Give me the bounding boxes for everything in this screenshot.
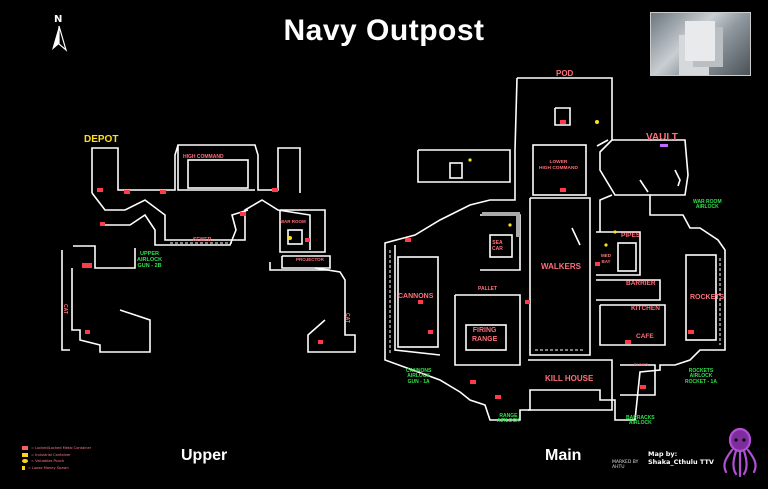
room-barrier: BARRIER — [626, 280, 656, 287]
room-firing-range: FIRING RANGE — [472, 327, 498, 343]
vault-door-marker — [660, 144, 668, 147]
money-spawn-icon — [22, 465, 25, 470]
airlock-range: RANGE AIRLOCK — [497, 413, 520, 425]
legend-item: = Locked/Locked Metal Container — [22, 445, 91, 452]
legend-item: = Loose Money Spawn — [22, 465, 91, 472]
airlock-upper: UPPER AIRLOCK GUN - 2B — [137, 251, 163, 269]
room-sewer: SEWER — [193, 237, 212, 243]
room-rockets: ROCKETS — [690, 294, 725, 301]
room-kill-house: KILL HOUSE — [545, 374, 594, 383]
airlock-barracks: BARRACKS AIRLOCK — [626, 415, 655, 427]
room-pallet: PALLET — [478, 286, 498, 292]
room-cat-right: CAT — [343, 313, 350, 323]
room-war-room: WAR ROOM — [280, 219, 306, 224]
legend: = Locked/Locked Metal Container = Indust… — [22, 445, 91, 471]
room-vault: VAULT — [646, 132, 678, 143]
octopus-logo-icon — [723, 427, 757, 478]
room-cannons: CANNONS — [398, 293, 434, 300]
interior-dashed-walls — [170, 242, 721, 355]
legend-item: = Industrial Container — [22, 452, 91, 459]
marked-by: MARKED BY AHTU — [612, 460, 639, 470]
main-floor-walls — [384, 77, 726, 421]
compass: N — [44, 14, 74, 54]
valuables-pouch-icon — [22, 459, 28, 464]
room-cat-left: CAT — [61, 304, 68, 314]
location-thumbnail — [650, 12, 751, 76]
airlock-rockets: ROCKETS AIRLOCK ROCKET - 1A — [685, 368, 717, 385]
level-label-upper: Upper — [181, 447, 228, 464]
room-kitchen: KITCHEN — [631, 305, 660, 312]
north-arrow-icon — [52, 25, 68, 52]
room-sea-car: SEA CAR — [492, 240, 503, 252]
sea-car-ramp — [482, 212, 517, 216]
room-high-command: HIGH COMMAND — [183, 154, 224, 160]
level-label-main: Main — [545, 447, 582, 464]
loot-markers — [288, 120, 617, 247]
locked-container-icon — [22, 446, 28, 451]
container-markers — [82, 120, 694, 399]
legend-item: = Valuables Pouch — [22, 458, 91, 465]
airlock-war-room: WAR ROOM AIRLOCK — [693, 199, 722, 211]
room-projector: PROJECTOR — [296, 257, 324, 262]
room-walkers: WALKERS — [541, 262, 581, 271]
upper-floor-walls — [61, 144, 356, 353]
map-credit: Map by: Shaka_Cthulu TTV — [648, 450, 714, 466]
room-pod: POD — [556, 69, 574, 78]
room-depot: DEPOT — [84, 134, 119, 145]
room-pipes: PIPES — [621, 232, 641, 239]
room-med-bay: MED BAY — [601, 253, 611, 264]
compass-north-label: N — [54, 14, 63, 25]
room-cafe: CAFE — [636, 333, 654, 340]
industrial-container-icon — [22, 452, 28, 457]
map-title: Navy Outpost — [283, 14, 485, 47]
room-lower-high-command: LOWER HIGH COMMAND — [539, 160, 578, 171]
airlock-cannons: CANNONS AIRLOCK GUN - 1A — [406, 368, 432, 385]
room-bunks: BUNKS — [634, 362, 649, 367]
